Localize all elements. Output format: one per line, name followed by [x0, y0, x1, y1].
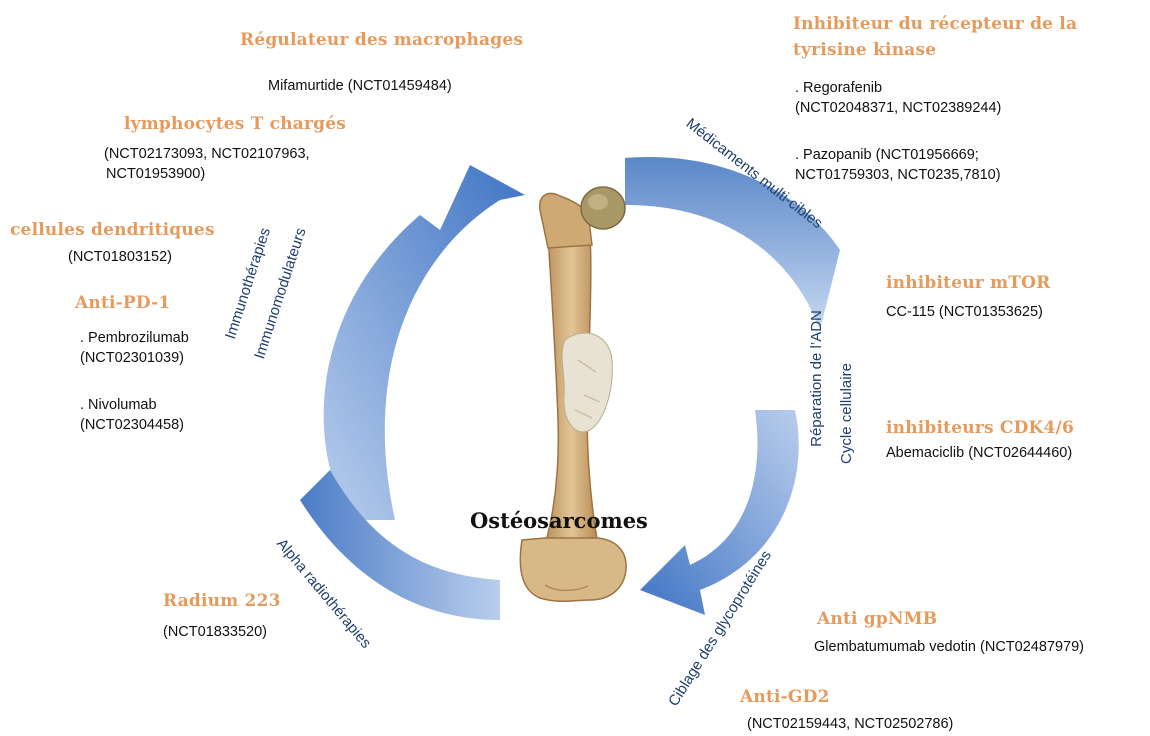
pembrolizumab-name: . Pembrozilumab [80, 328, 189, 348]
macrophage-regulator-heading: Régulateur des macrophages [240, 30, 523, 50]
pembrolizumab-trial: (NCT02301039) [80, 348, 184, 368]
immunotherapy-arrow [324, 165, 525, 520]
mtor-inhibitor-heading: inhibiteur mTOR [886, 273, 1050, 293]
anti-pd1-heading: Anti-PD-1 [75, 293, 170, 313]
dna-repair-label: Réparation de l’ADN [808, 310, 825, 447]
nivolumab-trial: (NCT02304458) [80, 415, 184, 435]
mifamurtide-text: Mifamurtide (NCT01459484) [268, 76, 452, 96]
cc115-trial: CC-115 (NCT01353625) [886, 302, 1043, 322]
dendritic-cells-heading: cellules dendritiques [10, 220, 215, 240]
femur-bone-illustration [520, 187, 626, 601]
anti-gd2-heading: Anti-GD2 [740, 687, 830, 707]
cell-cycle-label: Cycle cellulaire [838, 363, 855, 464]
pazopanib-line2: NCT01759303, NCT0235,7810) [795, 165, 1001, 185]
glembatumumab-trial: Glembatumumab vedotin (NCT02487979) [814, 637, 1084, 657]
radium-223-trial: (NCT01833520) [163, 622, 267, 642]
dendritic-cells-trial: (NCT01803152) [68, 247, 172, 267]
t-lymphocytes-trials-line1: (NCT02173093, NCT02107963, [104, 144, 310, 164]
nivolumab-name: . Nivolumab [80, 395, 157, 415]
t-lymphocytes-heading: lymphocytes T chargés [124, 114, 346, 134]
tyrosine-kinase-heading-line2: tyrisine kinase [793, 40, 936, 60]
regorafenib-trials: (NCT02048371, NCT02389244) [795, 98, 1001, 118]
center-title: Ostéosarcomes [470, 508, 648, 533]
abemaciclib-trial: Abemaciclib (NCT02644460) [886, 443, 1072, 463]
tyrosine-kinase-heading-line1: Inhibiteur du récepteur de la [793, 14, 1077, 34]
anti-gd2-trials: (NCT02159443, NCT02502786) [747, 714, 953, 734]
radium-223-heading: Radium 223 [163, 591, 281, 611]
regorafenib-name: . Regorafenib [795, 78, 882, 98]
pazopanib-line1: . Pazopanib (NCT01956669; [795, 145, 979, 165]
anti-gpnmb-heading: Anti gpNMB [817, 609, 937, 629]
glycoprotein-arrow [640, 410, 799, 615]
cdk46-inhibitors-heading: inhibiteurs CDK4/6 [886, 418, 1074, 438]
t-lymphocytes-trials-line2: NCT01953900) [106, 164, 205, 184]
